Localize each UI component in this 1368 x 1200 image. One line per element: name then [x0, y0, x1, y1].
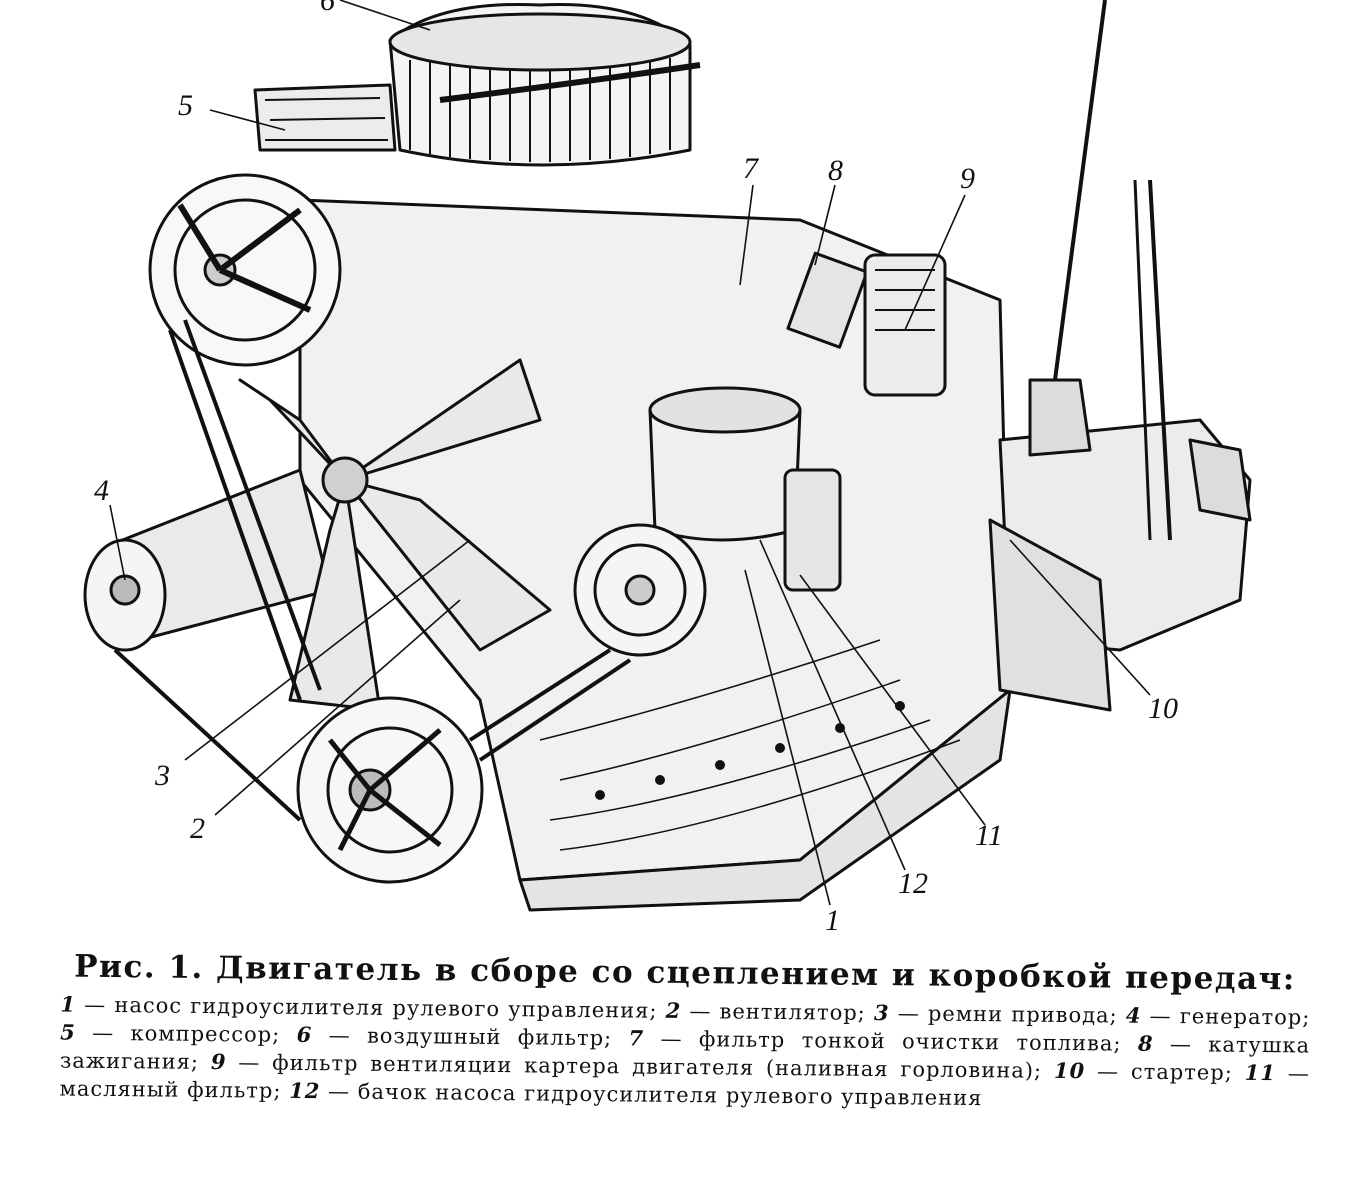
callout-1: 1	[825, 904, 840, 937]
callout-4: 4	[94, 474, 109, 507]
legend-item: 2 — вентилятор	[665, 997, 858, 1025]
legend-item: 7 — фильтр тонкой очистки топлива	[628, 1025, 1114, 1056]
callout-3: 3	[154, 759, 170, 792]
legend-item: 3 — ремни привода	[873, 999, 1110, 1028]
leader-lines	[109, 0, 1151, 906]
legend-item-number: 8	[1137, 1030, 1154, 1056]
legend-item-number: 9	[210, 1049, 227, 1075]
legend-item: 5 — компрессор	[60, 1019, 273, 1047]
drive-belts-drawing	[113, 319, 632, 822]
callout-12: 12	[898, 867, 928, 900]
crank-pulley-drawing	[296, 696, 484, 884]
legend-item-number: 7	[628, 1025, 645, 1051]
legend-item-label: — ремни привода	[889, 1001, 1110, 1028]
legend-item-number: 2	[665, 997, 682, 1023]
legend-item-number: 6	[296, 1021, 313, 1048]
callout-6: 6	[320, 0, 335, 17]
legend-item-number: 1	[60, 991, 77, 1017]
legend-item-label: — генератор	[1141, 1003, 1303, 1030]
caption-legend: 1 — насос гидроусилителя рулевого управл…	[59, 991, 1311, 1111]
legend-item: 12 — бачок насоса гидроусилителя рулевог…	[289, 1077, 983, 1111]
legend-item-number: 5	[60, 1019, 76, 1045]
legend-item-label: — компрессор	[75, 1020, 273, 1047]
callout-2: 2	[190, 812, 205, 845]
callout-5: 5	[178, 89, 193, 122]
steering-reservoir-drawing	[783, 468, 842, 592]
legend-item: 9 — фильтр вентиляции картера двигателя …	[210, 1049, 1035, 1083]
legend-item: 6 — воздушный фильтр	[296, 1021, 605, 1051]
legend-item: 1 — насос гидроусилителя рулевого управл…	[60, 991, 650, 1023]
legend-item-label: — вентилятор	[681, 998, 858, 1025]
legend-item: 10 — стартер	[1053, 1057, 1225, 1085]
generator-drawing	[83, 468, 332, 652]
callout-8: 8	[828, 154, 843, 187]
engine-illustration: 6 5 7 8 9 4 10 3 2 11 12 1	[83, 0, 1252, 937]
starter-drawing	[988, 518, 1112, 712]
legend-item-number: 3	[873, 999, 890, 1026]
legend-item-label: — насос гидроусилителя рулевого управлен…	[75, 992, 650, 1023]
callout-10: 10	[1148, 692, 1178, 725]
callout-11: 11	[975, 819, 1003, 852]
fan-drawing	[238, 358, 552, 712]
legend-item: 4 — генератор	[1125, 1002, 1303, 1030]
compressor-drawing	[253, 83, 397, 152]
callout-7: 7	[743, 152, 760, 185]
upper-pulley-drawing	[148, 173, 342, 367]
steering-pump-pulley-drawing	[573, 523, 707, 657]
legend-item-label: — стартер	[1085, 1059, 1225, 1085]
ignition-coil-drawing	[786, 251, 869, 349]
legend-item-number: 4	[1125, 1002, 1142, 1028]
legend-item-number: 12	[289, 1077, 321, 1104]
legend-item-label: — фильтр тонкой очистки топлива	[644, 1026, 1114, 1056]
legend-item-label: — бачок насоса гидроусилителя рулевого у…	[320, 1079, 983, 1111]
callout-9: 9	[960, 162, 975, 195]
legend-item-number: 11	[1244, 1059, 1277, 1086]
legend-item-label: — фильтр вентиляции картера двигателя (н…	[226, 1050, 1035, 1083]
oil-filter-drawing	[648, 386, 802, 542]
breather-filter-drawing	[863, 253, 947, 397]
legend-item-label: — воздушный фильтр	[312, 1023, 605, 1051]
air-filter-drawing	[388, 2, 701, 167]
legend-item-number: 10	[1053, 1057, 1086, 1084]
figure-caption: Рис. 1. Двигатель в сборе со сцеплением …	[50, 949, 1320, 1111]
caption-title: Рис. 1. Двигатель в сборе со сцеплением …	[74, 948, 1296, 998]
